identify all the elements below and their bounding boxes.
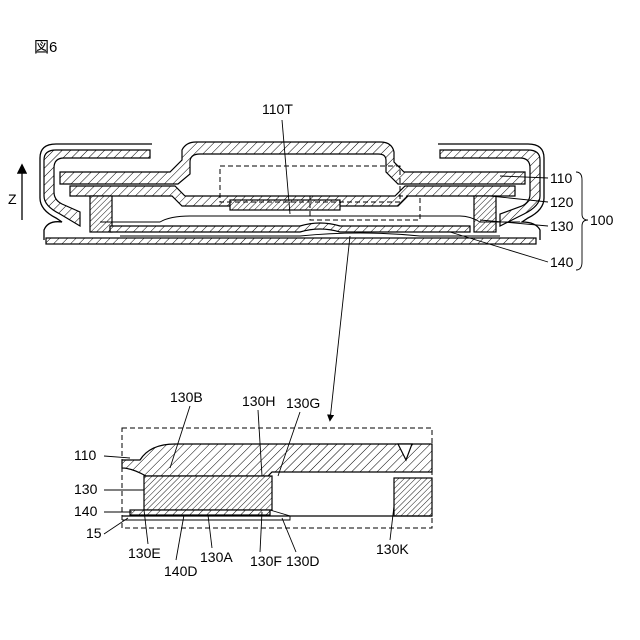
label-100: 100 xyxy=(590,212,614,228)
label-d130: 130 xyxy=(74,481,98,497)
detail-110 xyxy=(122,444,432,476)
left-block xyxy=(90,196,112,232)
label-130K: 130K xyxy=(376,541,409,557)
label-130H: 130H xyxy=(242,393,275,409)
label-130E: 130E xyxy=(128,545,161,561)
label-130D: 130D xyxy=(286,553,319,569)
detail-140-band xyxy=(130,510,270,515)
upper-cross-section xyxy=(22,120,588,270)
label-140: 140 xyxy=(550,254,574,270)
leader-130D xyxy=(282,518,296,552)
figure-title: 図6 xyxy=(34,39,57,56)
base-plate xyxy=(46,238,536,244)
leader-140D xyxy=(176,515,184,560)
label-130G: 130G xyxy=(286,395,320,411)
label-130A: 130A xyxy=(200,549,233,565)
leader-d15 xyxy=(104,518,128,534)
detail-pointer-arrow xyxy=(330,236,350,420)
label-Z: Z xyxy=(8,191,17,207)
label-110: 110 xyxy=(550,170,573,186)
top-cap xyxy=(60,142,525,184)
layer-140 xyxy=(110,223,470,232)
leader-130K xyxy=(390,506,394,540)
detail-view xyxy=(104,406,432,560)
label-130F: 130F xyxy=(250,553,282,569)
right-block xyxy=(474,196,496,232)
layer-lower xyxy=(120,233,500,236)
bracket-100 xyxy=(576,172,588,270)
leader-130F xyxy=(260,512,262,552)
label-130B: 130B xyxy=(170,389,203,405)
detail-130F-step xyxy=(270,510,290,520)
leader-d110 xyxy=(104,456,130,458)
label-110T: 110T xyxy=(262,101,293,117)
detail-130-block xyxy=(144,476,272,510)
label-d15: 15 xyxy=(86,525,102,541)
detail-130K-block xyxy=(394,478,432,516)
label-120: 120 xyxy=(550,194,574,210)
leader-140 xyxy=(450,232,548,262)
label-130: 130 xyxy=(550,218,574,234)
label-140D: 140D xyxy=(164,563,197,579)
label-d110: 110 xyxy=(74,447,97,463)
label-d140: 140 xyxy=(74,503,98,519)
